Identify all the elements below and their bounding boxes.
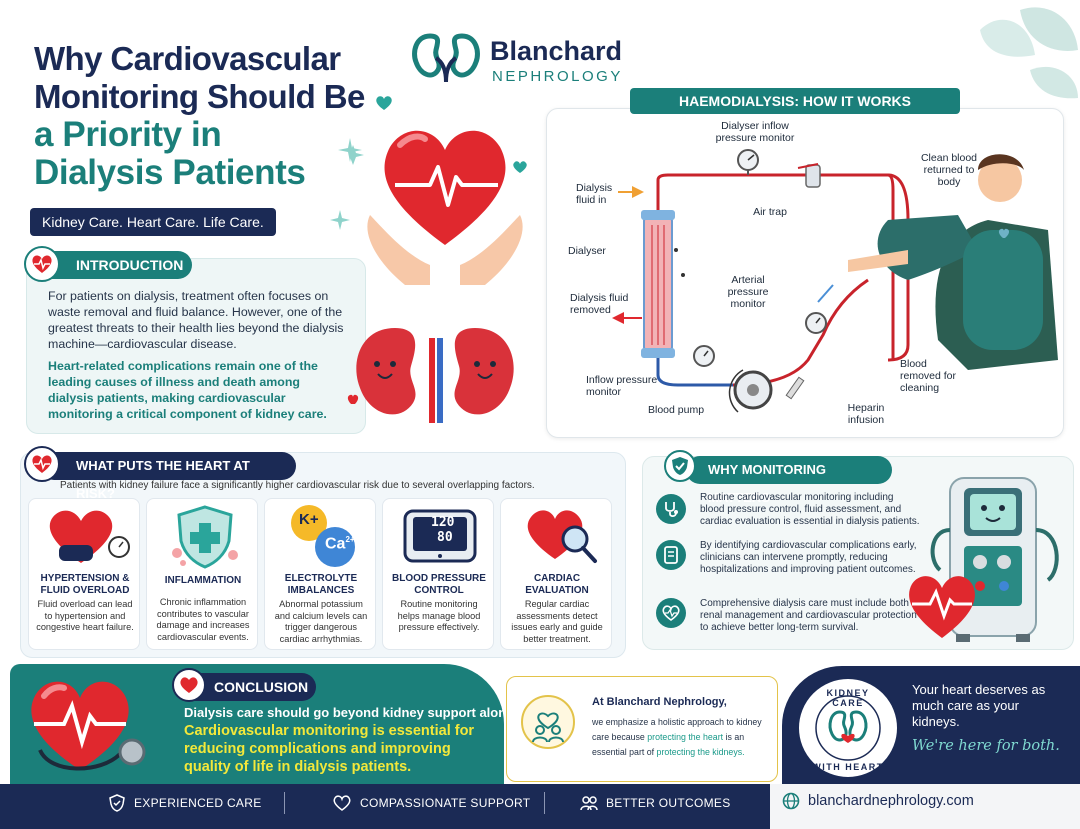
- why-point-1: Routine cardiovascular monitoring includ…: [700, 492, 920, 527]
- why-monitoring-label: WHY MONITORING MATTERS: [686, 456, 892, 505]
- footer-divider: [284, 792, 285, 814]
- stethoscope-icon: [656, 494, 686, 524]
- why-point-3: Comprehensive dialysis care must include…: [700, 598, 917, 633]
- label-dialysis-fluid-in: Dialysis fluid in: [576, 182, 613, 206]
- small-heart-icon: [513, 161, 527, 173]
- blanchard-message-title: At Blanchard Nephrology,: [592, 696, 727, 708]
- risk-subtitle: Patients with kidney failure face a sign…: [60, 480, 535, 491]
- title-line-1: Why Cardiovascular: [34, 40, 341, 77]
- heart-pulse-icon: [909, 576, 975, 638]
- label-dialyser: Dialyser: [568, 245, 606, 257]
- logo-subtitle: NEPHROLOGY: [492, 68, 623, 85]
- heart-pulse-icon: [24, 446, 60, 482]
- globe-icon: [782, 792, 800, 810]
- sparkle-icon: [338, 138, 362, 162]
- electrolyte-icon: [291, 505, 355, 567]
- card-title: HYPERTENSION & FLUID OVERLOAD: [40, 573, 130, 596]
- label-arterial-monitor: Arterial pressure monitor: [727, 274, 769, 310]
- card-text: Regular cardiac assessments detect issue…: [511, 599, 603, 644]
- card-electrolytes: K+ Ca2+ ELECTROLYTE IMBALANCES Abnormal …: [264, 498, 376, 650]
- card-title: CARDIAC EVALUATION: [525, 573, 589, 596]
- kidney-care-seal: [797, 677, 899, 779]
- haemodialysis-label: HAEMODIALYSIS: HOW IT WORKS: [630, 88, 960, 114]
- label-blood-pump: Blood pump: [648, 404, 705, 416]
- kidney-characters-icon: [347, 328, 514, 423]
- introduction-panel: [26, 258, 366, 434]
- page-title: Why Cardiovascular Monitoring Should Be …: [34, 40, 384, 192]
- card-text: Chronic inflammation contributes to vasc…: [156, 597, 250, 642]
- kidney-logo-icon: [412, 33, 480, 83]
- logo-name: Blanchard: [490, 36, 623, 66]
- footer-website-area: [770, 784, 1080, 829]
- leaves-decoration: [980, 7, 1078, 99]
- conclusion-highlight: Cardiovascular monitoring is essential f…: [184, 723, 475, 775]
- heart-pulse-icon: [24, 246, 60, 282]
- shield-check-icon: [664, 450, 696, 482]
- label-clean-blood: Clean blood returned to body: [920, 152, 978, 188]
- card-blood-pressure: 120 80 BLOOD PRESSURE CONTROL Routine mo…: [382, 498, 494, 650]
- family-heart-icon: [521, 695, 575, 749]
- seal-bottom-text: WITH HEART: [812, 762, 884, 772]
- why-point-2: By identifying cardiovascular complicati…: [700, 540, 917, 575]
- calcium-symbol: Ca2+: [325, 535, 355, 553]
- label-inflow-pressure: Inflow pressure monitor: [586, 374, 658, 398]
- heart-with-blood-pressure-cuff-icon: [49, 510, 130, 563]
- sparkle-icon: [330, 210, 350, 230]
- card-title: ELECTROLYTE IMBALANCES: [284, 573, 358, 596]
- card-hypertension: HYPERTENSION & FLUID OVERLOAD Fluid over…: [28, 498, 140, 650]
- checklist-icon: [656, 540, 686, 570]
- footer-divider: [544, 792, 545, 814]
- seal-top-text: KIDNEY CARE: [826, 688, 870, 708]
- risk-label: WHAT PUTS THE HEART AT RISK?: [40, 452, 296, 501]
- label-air-trap: Air trap: [753, 206, 787, 218]
- shield-check-icon: [109, 794, 125, 812]
- introduction-text: For patients on dialysis, treatment ofte…: [48, 289, 344, 351]
- footer-experienced-care: EXPERIENCED CARE: [108, 794, 262, 812]
- heart-pulse-icon: [656, 598, 686, 628]
- card-title: BLOOD PRESSURE CONTROL: [392, 573, 486, 596]
- card-text: Fluid overload can lead to hypertension …: [36, 599, 134, 632]
- closing-message: Your heart deserves as much care as your…: [912, 682, 1046, 729]
- title-line-2: Monitoring Should Be: [34, 78, 365, 115]
- closing-script: We're here for both.: [912, 738, 1060, 754]
- footer-better-outcomes: BETTER OUTCOMES: [580, 794, 731, 812]
- card-cardiac-evaluation: CARDIAC EVALUATION Regular cardiac asses…: [500, 498, 612, 650]
- card-text: Abnormal potassium and calcium levels ca…: [274, 599, 368, 644]
- haemodialysis-diagram: [612, 149, 1058, 413]
- heart-magnifier-icon: [527, 510, 597, 563]
- bp-diastolic: 80: [437, 530, 453, 545]
- shield-cross-icon: [172, 505, 238, 569]
- heart-icon: [172, 668, 206, 702]
- small-heart-icon: [376, 96, 392, 110]
- title-line-4: Dialysis Patients: [34, 153, 306, 192]
- website-link[interactable]: blanchardnephrology.com: [782, 792, 974, 810]
- heart-stethoscope-icon: [31, 681, 146, 771]
- blood-pressure-monitor-icon: [403, 509, 477, 563]
- conclusion-text: Dialysis care should go beyond kidney su…: [184, 705, 518, 720]
- blanchard-message-text: we emphasize a holistic approach to kidn…: [592, 717, 762, 757]
- label-dialyser-inflow-monitor: Dialyser inflow pressure monitor: [715, 120, 795, 144]
- heart-in-hands-icon: [350, 130, 523, 285]
- label-dialysis-fluid-removed: Dialysis fluid removed: [570, 292, 629, 316]
- label-blood-removed: Blood removed for cleaning: [900, 358, 957, 394]
- people-icon: [580, 796, 598, 811]
- label-heparin-infusion: Heparin infusion: [847, 402, 885, 426]
- card-title: INFLAMMATION: [164, 575, 242, 586]
- potassium-symbol: K+: [299, 511, 319, 528]
- card-inflammation: INFLAMMATION Chronic inflammation contri…: [146, 498, 258, 650]
- heart-outline-icon: [333, 795, 351, 811]
- bp-systolic: 120: [431, 515, 455, 530]
- footer-compassionate-support: COMPASSIONATE SUPPORT: [332, 794, 530, 812]
- tagline: Kidney Care. Heart Care. Life Care.: [30, 208, 276, 236]
- introduction-highlight: Heart-related complications remain one o…: [48, 359, 327, 421]
- card-text: Routine monitoring helps manage blood pr…: [397, 599, 481, 632]
- title-line-3: a Priority in: [34, 115, 222, 154]
